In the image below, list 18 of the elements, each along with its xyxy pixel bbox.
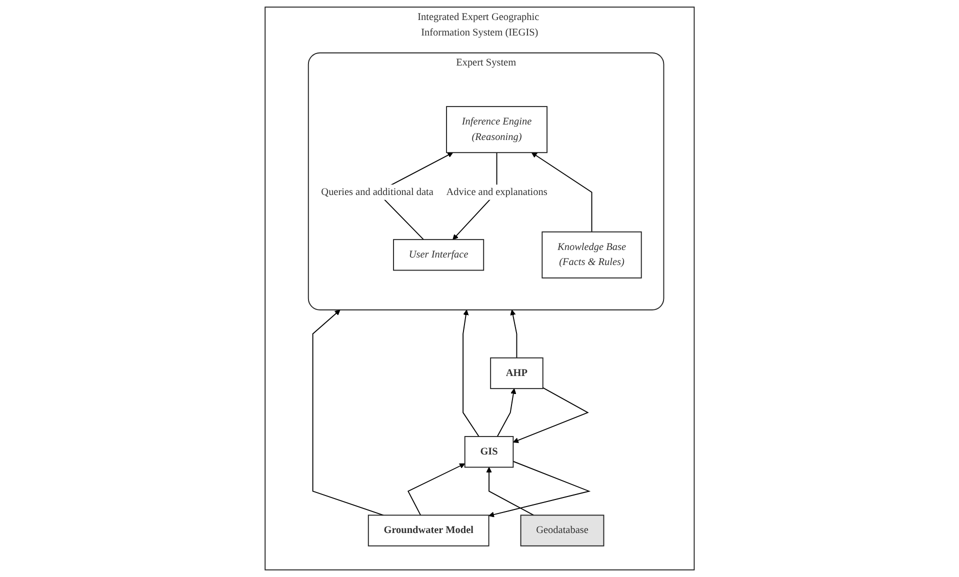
node-box: Groundwater Model: [368, 514, 490, 546]
arrow: [496, 388, 516, 438]
arrow: [407, 463, 465, 516]
arrow: [512, 387, 589, 443]
arrow: [312, 310, 384, 516]
node-box: Knowledge Base (Facts & Rules): [542, 231, 642, 278]
node-box: GIS: [464, 436, 514, 468]
arrow: [510, 310, 518, 358]
node-box: User Interface: [392, 239, 484, 271]
arrow: [486, 466, 534, 516]
edge-label: Queries and additional data: [321, 186, 434, 198]
edge-label: Advice and explanations: [446, 186, 548, 198]
arrow: [531, 152, 592, 232]
arrow: [488, 460, 590, 518]
node-box: Inference Engine (Reasoning): [446, 106, 548, 154]
node-box: AHP: [490, 357, 544, 390]
arrow: [462, 310, 480, 438]
node-box: Geodatabase: [520, 514, 604, 546]
